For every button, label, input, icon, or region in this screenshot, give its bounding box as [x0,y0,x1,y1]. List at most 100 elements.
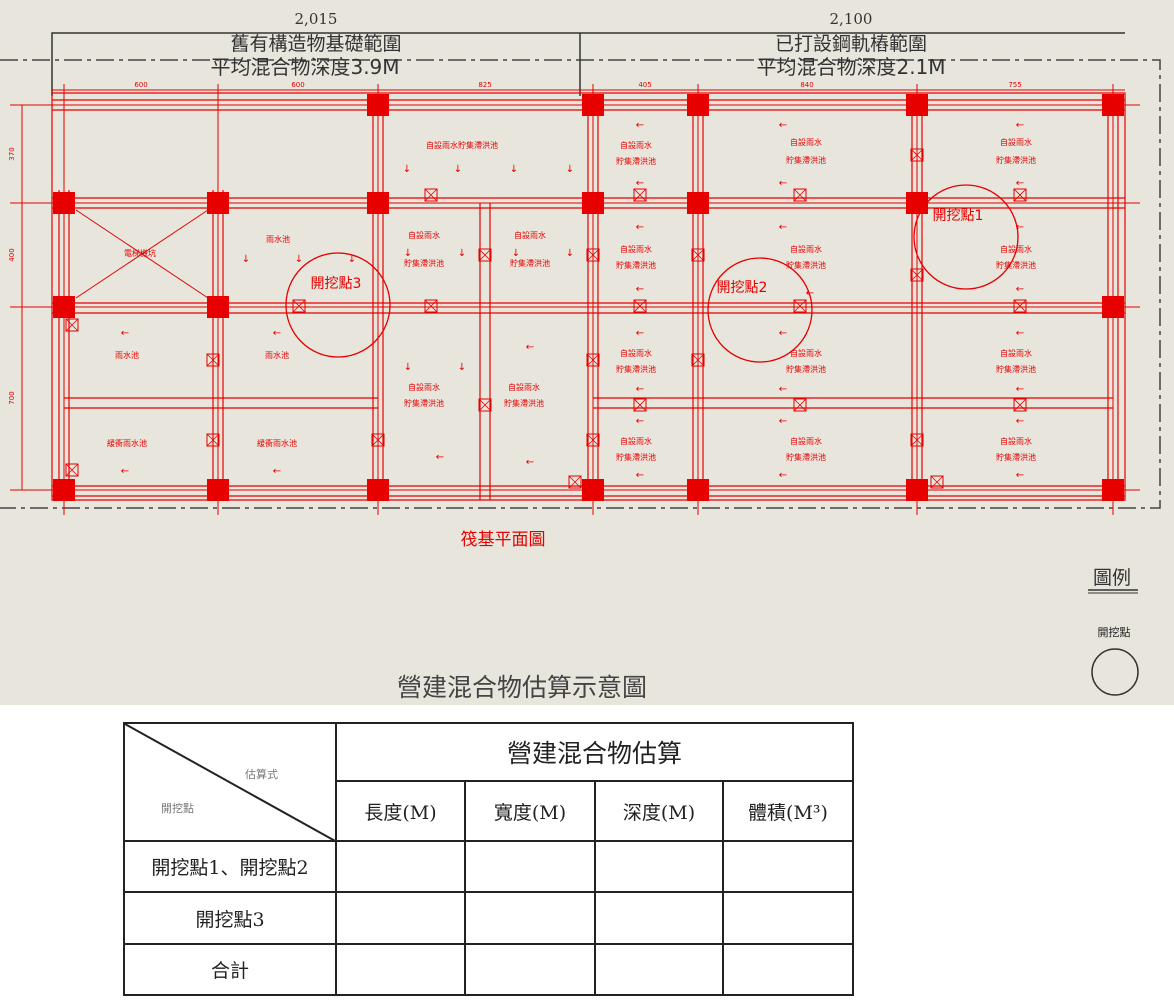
room-label: 自設雨水 [790,244,822,254]
flow-arrow-down-icon: ↓ [404,248,412,259]
column-marker [207,296,229,318]
table-row: 合計 [123,943,854,996]
cell[interactable] [335,840,466,893]
cell[interactable] [594,943,724,996]
flow-arrow-left-icon: ← [1016,328,1024,339]
flow-arrow-left-icon: ← [636,384,644,395]
column-marker [906,94,928,116]
room-label: 自設雨水 [408,382,440,392]
room-label: 貯集滯洪池 [404,398,444,408]
column-marker [367,479,389,501]
room-label: 貯集滯洪池 [510,258,550,268]
flow-arrow-down-icon: ↓ [242,254,250,265]
flow-arrow-left-icon: ← [636,328,644,339]
estimation-table: 估算式 開挖點 營建混合物估算 長度(M) 寬度(M) 深度(M) 體積(M³)… [123,722,854,996]
flow-arrow-left-icon: ← [1016,384,1024,395]
flow-arrow-left-icon: ← [436,452,444,463]
room-label: 貯集滯洪池 [786,260,826,270]
column-header: 長度(M) [335,780,466,842]
flow-arrow-left-icon: ← [526,342,534,353]
plan-linework [0,32,1161,515]
room-label: 緩衝雨水池 [257,438,297,448]
room-label: 貯集滯洪池 [786,364,826,374]
column-header: 體積(M³) [722,780,854,842]
zone-right-title: 已打設鋼軌樁範圍 [775,33,927,55]
room-label: 自設雨水 [508,382,540,392]
room-label: 自設雨水 [408,230,440,240]
flow-arrow-down-icon: ↓ [295,254,303,265]
room-label: 自設雨水 [790,348,822,358]
column-marker [1102,479,1124,501]
column-marker [687,479,709,501]
cell[interactable] [722,840,854,893]
flow-arrow-left-icon: ← [779,328,787,339]
room-label: 自設雨水 [1000,137,1032,147]
flow-arrow-left-icon: ← [779,222,787,233]
flow-arrow-left-icon: ← [121,466,129,477]
room-label: 自設雨水 [620,140,652,150]
column-marker [1102,296,1124,318]
room-label: 緩衝雨水池 [107,438,147,448]
room-label: 雨水池 [265,350,289,360]
cell[interactable] [594,840,724,893]
flow-arrow-down-icon: ↓ [454,164,462,175]
column-marker [582,94,604,116]
zone-right-depth: 平均混合物深度2.1M [756,55,945,79]
table-row: 開挖點3 [123,891,854,945]
dim-right-total: 2,100 [830,10,873,28]
column-marker [53,296,75,318]
column-marker [1102,94,1124,116]
cell[interactable] [464,943,596,996]
room-label: 自設雨水 [620,244,652,254]
flow-arrow-down-icon: ↓ [458,362,466,373]
flow-arrow-left-icon: ← [1016,222,1024,233]
corner-bottom-label: 開挖點 [161,802,194,815]
row-label: 開挖點3 [123,891,337,945]
flow-arrow-left-icon: ← [636,120,644,131]
column-marker [207,192,229,214]
flow-arrow-left-icon: ← [779,416,787,427]
room-label: 自設雨水 [1000,244,1032,254]
column-marker [906,192,928,214]
flow-arrow-down-icon: ↓ [566,164,574,175]
cell[interactable] [722,943,854,996]
flow-arrow-down-icon: ↓ [510,164,518,175]
room-label: 貯集滯洪池 [616,156,656,166]
cell[interactable] [335,943,466,996]
row-dimension: 700 [8,391,16,404]
cell[interactable] [464,840,596,893]
flow-arrow-left-icon: ← [273,328,281,339]
flow-arrow-left-icon: ← [1016,120,1024,131]
span-dimension: 600 [291,81,304,89]
room-label: 貯集滯洪池 [786,155,826,165]
corner-top-label: 估算式 [245,768,278,781]
room-label: 雨水池 [115,350,139,360]
column-marker [906,479,928,501]
room-label: 貯集滯洪池 [996,452,1036,462]
cell[interactable] [594,891,724,945]
flow-arrow-left-icon: ← [1016,416,1024,427]
flow-arrow-left-icon: ← [779,178,787,189]
dim-left-total: 2,015 [295,10,338,28]
flow-arrow-left-icon: ← [636,416,644,427]
table-row: 開挖點1、開挖點2 [123,840,854,893]
cell[interactable] [464,891,596,945]
flow-arrow-left-icon: ← [636,470,644,481]
room-label: 雨水池 [266,234,290,244]
flow-arrow-left-icon: ← [1016,470,1024,481]
cell[interactable] [335,891,466,945]
cell[interactable] [722,891,854,945]
column-marker [53,192,75,214]
room-label: 貯集滯洪池 [616,260,656,270]
column-marker [367,192,389,214]
row-dimension: 370 [8,147,16,160]
column-header: 深度(M) [594,780,724,842]
flow-arrow-left-icon: ← [636,178,644,189]
column-marker [582,192,604,214]
legend-title: 圖例 [1093,567,1131,589]
span-dimension: 600 [134,81,147,89]
room-label: 自設雨水 [620,436,652,446]
flow-arrow-left-icon: ← [779,470,787,481]
flow-arrow-left-icon: ← [1016,284,1024,295]
column-marker [53,479,75,501]
